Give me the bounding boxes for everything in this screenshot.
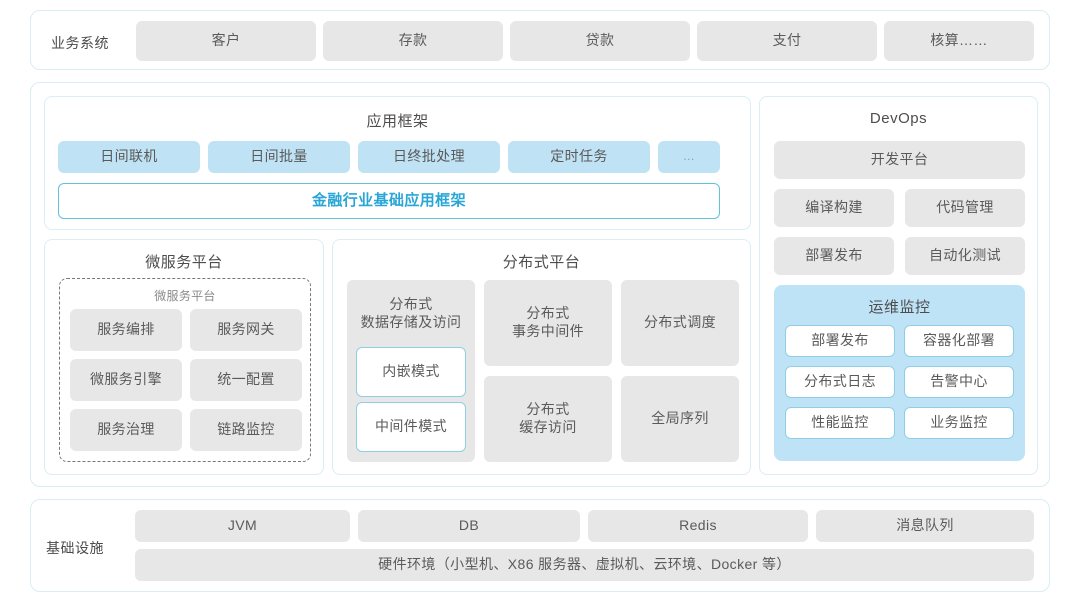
distributed-chip-cache-access-line1: 分布式: [526, 401, 570, 418]
microservice-chip-service-orchestration[interactable]: 服务编排: [70, 309, 182, 351]
microservice-platform-panel: 微服务平台 微服务平台 服务编排 服务网关 微服务引擎 统一配置 服务治理 链路…: [44, 239, 324, 475]
app-framework-panel: 应用框架 日间联机 日间批量 日终批处理 定时任务 ... 金融行业基础应用框架: [44, 96, 751, 230]
business-system-item-payment[interactable]: 支付: [697, 21, 877, 61]
monitoring-chip-alert-center[interactable]: 告警中心: [904, 366, 1014, 398]
microservice-chip-microservice-engine[interactable]: 微服务引擎: [70, 359, 182, 401]
microservice-inner-group: 微服务平台 服务编排 服务网关 微服务引擎 统一配置 服务治理 链路监控: [59, 278, 311, 462]
microservice-chip-service-governance[interactable]: 服务治理: [70, 409, 182, 451]
devops-title: DevOps: [869, 110, 928, 127]
app-framework-footer-box[interactable]: 金融行业基础应用框架: [58, 183, 720, 219]
devops-chip-deploy-release[interactable]: 部署发布: [774, 237, 894, 275]
infrastructure-chip-message-queue[interactable]: 消息队列: [816, 510, 1034, 542]
monitoring-chip-performance-monitor[interactable]: 性能监控: [785, 407, 895, 439]
monitoring-chip-business-monitor[interactable]: 业务监控: [904, 407, 1014, 439]
distributed-chip-transaction-middleware-line2: 事务中间件: [512, 323, 584, 339]
distributed-platform-title: 分布式平台: [502, 254, 581, 271]
distributed-storage-title: 分布式 数据存储及访问: [347, 296, 475, 332]
business-systems-card: 业务系统 客户 存款 贷款 支付 核算……: [30, 10, 1050, 70]
distributed-chip-cache-access-line2: 缓存访问: [519, 419, 577, 435]
distributed-chip-scheduling[interactable]: 分布式调度: [621, 280, 739, 366]
infrastructure-card: 基础设施 JVM DB Redis 消息队列 硬件环境（小型机、X86 服务器、…: [30, 499, 1050, 592]
monitoring-chip-containerized-deploy[interactable]: 容器化部署: [904, 325, 1014, 357]
monitoring-chip-deploy-release[interactable]: 部署发布: [785, 325, 895, 357]
app-framework-chip-daytime-online[interactable]: 日间联机: [58, 141, 200, 173]
distributed-chip-transaction-middleware-line1: 分布式: [526, 305, 570, 322]
microservice-chip-service-gateway[interactable]: 服务网关: [190, 309, 302, 351]
microservice-platform-title: 微服务平台: [145, 254, 223, 271]
distributed-chip-transaction-middleware[interactable]: 分布式 事务中间件: [484, 280, 612, 366]
devops-panel: DevOps 开发平台 编译构建 代码管理 部署发布 自动化测试 运维监控 部署…: [759, 96, 1038, 475]
distributed-chip-cache-access[interactable]: 分布式 缓存访问: [484, 376, 612, 462]
distributed-platform-panel: 分布式平台 分布式 数据存储及访问 内嵌模式 中间件模式 分布式 事务中间件 分…: [332, 239, 751, 475]
platform-card: 应用框架 日间联机 日间批量 日终批处理 定时任务 ... 金融行业基础应用框架…: [30, 82, 1050, 487]
infrastructure-chip-db[interactable]: DB: [358, 510, 580, 542]
distributed-storage-title-line2: 数据存储及访问: [360, 313, 462, 330]
devops-chip-code-management[interactable]: 代码管理: [905, 189, 1025, 227]
distributed-storage-chip-middleware-mode[interactable]: 中间件模式: [356, 402, 466, 452]
infrastructure-chip-hardware-environment[interactable]: 硬件环境（小型机、X86 服务器、虚拟机、云环境、Docker 等）: [135, 549, 1034, 581]
app-framework-chip-eod-batch[interactable]: 日终批处理: [358, 141, 500, 173]
infrastructure-chip-redis[interactable]: Redis: [588, 510, 808, 542]
business-system-item-accounting[interactable]: 核算……: [884, 21, 1034, 61]
business-systems-label: 业务系统: [51, 35, 109, 51]
business-system-item-customer[interactable]: 客户: [136, 21, 316, 61]
app-framework-chip-scheduled-task[interactable]: 定时任务: [508, 141, 650, 173]
app-framework-chip-daytime-batch[interactable]: 日间批量: [208, 141, 350, 173]
distributed-storage-title-line1: 分布式: [389, 296, 433, 312]
distributed-storage-group[interactable]: 分布式 数据存储及访问 内嵌模式 中间件模式: [347, 280, 475, 462]
microservice-chip-trace-monitor[interactable]: 链路监控: [190, 409, 302, 451]
microservice-inner-title: 微服务平台: [154, 289, 216, 303]
microservice-chip-unified-config[interactable]: 统一配置: [190, 359, 302, 401]
infrastructure-chip-jvm[interactable]: JVM: [135, 510, 350, 542]
devops-chip-automated-test[interactable]: 自动化测试: [905, 237, 1025, 275]
devops-chip-build[interactable]: 编译构建: [774, 189, 894, 227]
app-framework-chip-more[interactable]: ...: [658, 141, 720, 173]
devops-chip-dev-platform[interactable]: 开发平台: [774, 141, 1025, 179]
business-system-item-deposit[interactable]: 存款: [323, 21, 503, 61]
app-framework-title: 应用框架: [366, 113, 429, 130]
devops-monitoring-panel: 运维监控 部署发布 容器化部署 分布式日志 告警中心 性能监控 业务监控: [774, 285, 1025, 461]
distributed-storage-chip-embedded-mode[interactable]: 内嵌模式: [356, 347, 466, 397]
monitoring-chip-distributed-log[interactable]: 分布式日志: [785, 366, 895, 398]
infrastructure-label: 基础设施: [46, 540, 104, 556]
devops-monitoring-title: 运维监控: [868, 299, 931, 316]
distributed-chip-global-sequence[interactable]: 全局序列: [621, 376, 739, 462]
business-system-item-loan[interactable]: 贷款: [510, 21, 690, 61]
